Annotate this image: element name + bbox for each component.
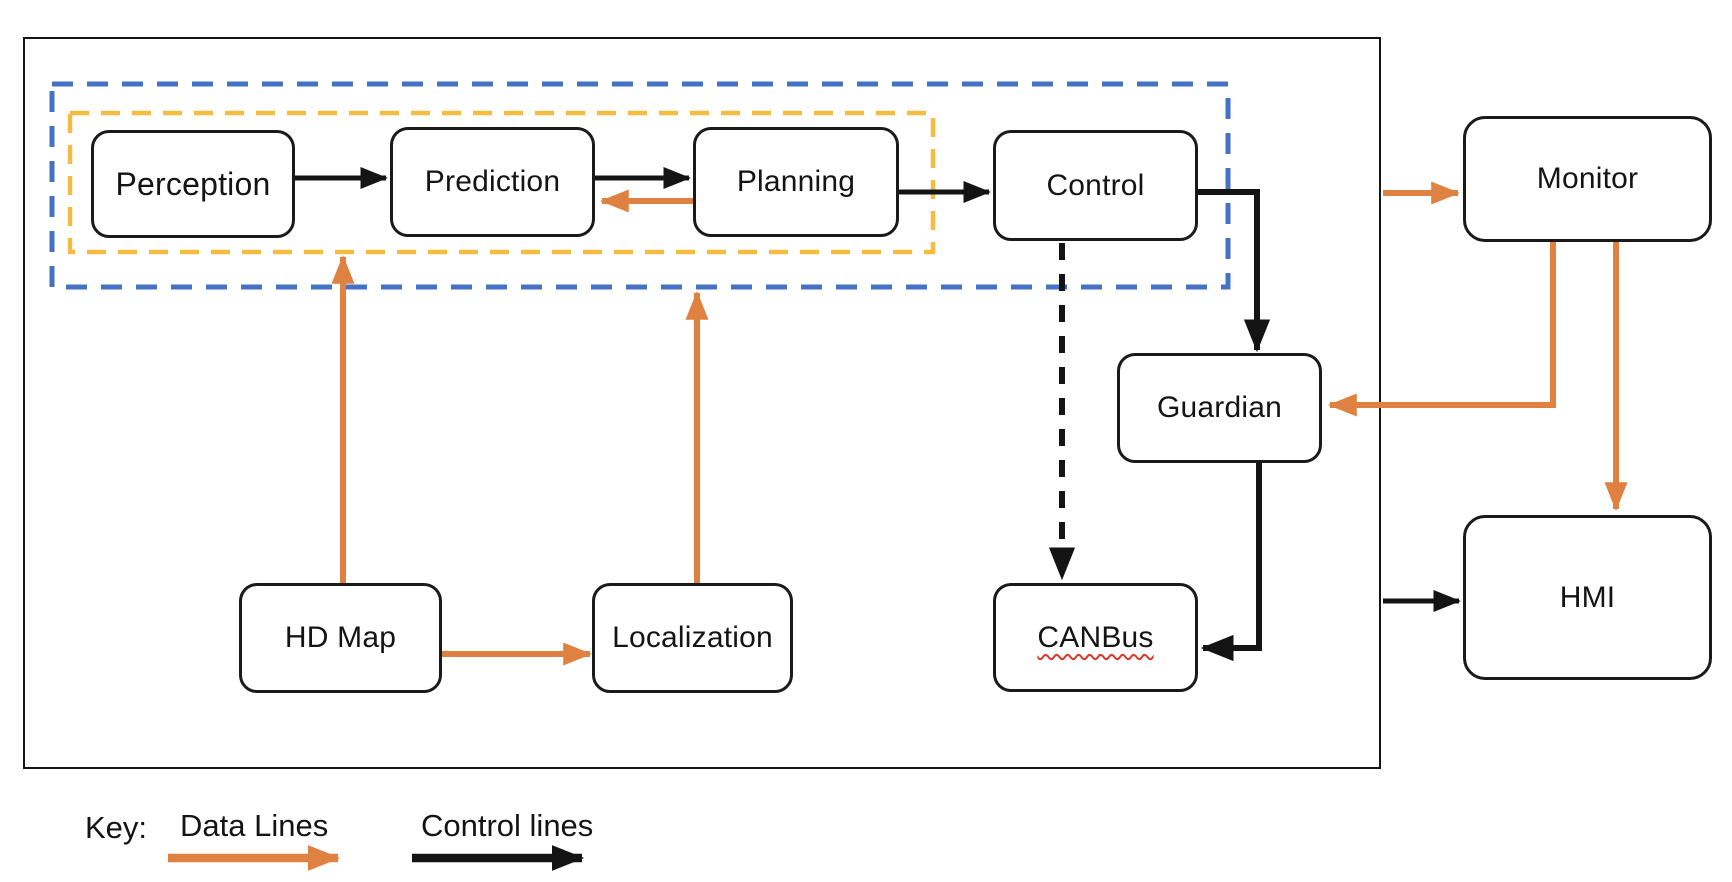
- node-localization: Localization: [592, 583, 793, 693]
- arrow-control-to-guardian: [1198, 189, 1271, 353]
- node-hmi: HMI: [1463, 515, 1712, 680]
- node-monitor-label: Monitor: [1536, 162, 1639, 195]
- group-driving-stack-blue-dashed: [49, 81, 1231, 290]
- node-hd-map: HD Map: [239, 583, 442, 693]
- node-monitor: Monitor: [1463, 116, 1712, 242]
- node-guardian-label: Guardian: [1156, 391, 1282, 424]
- key-title: Key:: [85, 810, 148, 845]
- node-perception-label: Perception: [115, 165, 271, 202]
- node-control: Control: [993, 130, 1198, 241]
- node-hd-map-label: HD Map: [284, 621, 397, 654]
- node-guardian: Guardian: [1117, 353, 1322, 463]
- node-control-label: Control: [1046, 168, 1145, 202]
- key-data-lines-label: Data Lines: [180, 808, 329, 843]
- key-control-lines-label: Control lines: [421, 808, 594, 843]
- node-prediction-label: Prediction: [424, 165, 561, 198]
- node-planning: Planning: [693, 127, 899, 237]
- arrow-guardian-to-canbus: [1200, 463, 1262, 662]
- node-localization-label: Localization: [612, 621, 773, 654]
- node-perception: Perception: [91, 130, 295, 238]
- node-planning-label: Planning: [736, 165, 856, 198]
- node-hmi-label: HMI: [1559, 580, 1616, 614]
- group-core-modules-yellow-dashed: [67, 110, 936, 255]
- node-canbus-label: CANBus: [1037, 620, 1154, 654]
- node-prediction: Prediction: [390, 127, 595, 237]
- node-canbus: CANBus: [993, 583, 1198, 692]
- arrow-monitor-to-guardian-data: [1327, 242, 1556, 417]
